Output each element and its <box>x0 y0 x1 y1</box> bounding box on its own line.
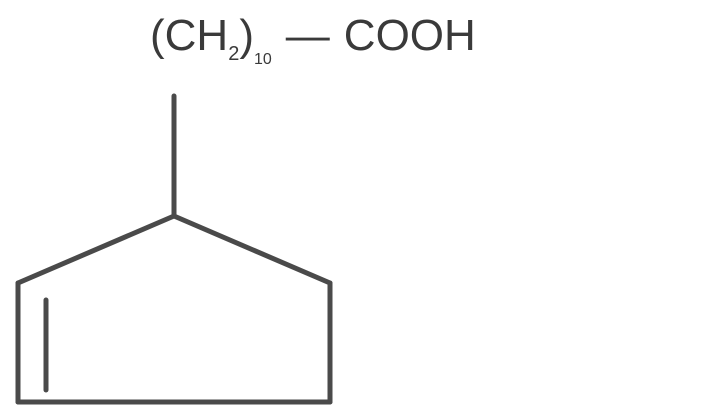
chain-formula: (CH2)10 — COOH <box>150 8 476 68</box>
h-subscript: 2 <box>228 43 240 65</box>
bond-dash: — <box>285 11 330 60</box>
ring-bond-top-left <box>15 213 177 286</box>
ch-group: CH <box>164 11 229 60</box>
close-paren: ) <box>239 11 254 60</box>
ring-bond-top-right <box>171 213 333 286</box>
open-paren: ( <box>150 11 165 60</box>
chain-subscript: 10 <box>254 51 272 68</box>
acid-group: COOH <box>343 11 476 60</box>
